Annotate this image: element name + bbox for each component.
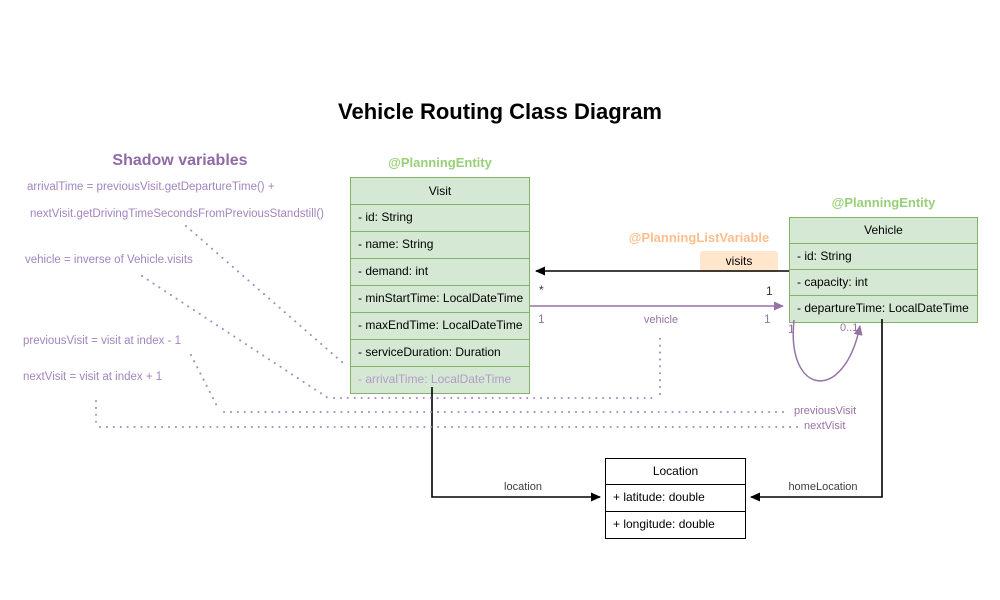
previousvisit-role-label: previousVisit <box>794 405 857 417</box>
location-association-label: location <box>504 481 542 493</box>
shadow-formula-arrivaltime-cont: nextVisit.getDrivingTimeSecondsFromPrevi… <box>30 208 324 220</box>
arrivaltime-callout-line <box>185 225 344 364</box>
visits-source-multiplicity: 1 <box>766 284 773 298</box>
visit-class-name: Visit <box>428 184 452 198</box>
location-class-box: Location + latitude: double + longitude:… <box>605 458 746 539</box>
planning-list-variable-annotation: @PlanningListVariable <box>628 230 770 245</box>
shadow-formula-nextvisit: nextVisit = visit at index + 1 <box>23 371 163 383</box>
vehicle-class-box: Vehicle - id: String - capacity: int - d… <box>789 217 978 323</box>
visit-class-box: Visit - id: String - name: String - dema… <box>350 177 530 394</box>
vehicle-association-label: vehicle <box>643 314 679 326</box>
visit-field-name: - name: String <box>351 231 529 258</box>
vehicle-field-id: - id: String <box>790 243 977 269</box>
visit-planning-entity-annotation: @PlanningEntity <box>388 155 492 170</box>
location-field-latitude: + latitude: double <box>606 484 745 511</box>
vehicle-planning-entity-annotation: @PlanningEntity <box>831 195 936 210</box>
diagram-title: Vehicle Routing Class Diagram <box>338 99 662 124</box>
shadow-formula-previousvisit: previousVisit = visit at index - 1 <box>23 335 181 347</box>
location-field-longitude: + longitude: double <box>606 511 745 538</box>
shadow-formula-arrivaltime: arrivalTime = previousVisit.getDeparture… <box>27 181 275 193</box>
visits-target-multiplicity: * <box>539 283 544 297</box>
loop-source-multiplicity: 1 <box>788 322 795 336</box>
shadow-variables-heading: Shadow variables <box>112 152 248 169</box>
home-location-association-label: homeLocation <box>788 481 858 493</box>
visit-field-id: - id: String <box>351 204 529 231</box>
shadow-formula-vehicle: vehicle = inverse of Vehicle.visits <box>25 254 193 266</box>
visit-field-minstarttime: - minStartTime: LocalDateTime <box>351 285 529 312</box>
vehicle-field-departuretime: - departureTime: LocalDateTime <box>790 295 977 322</box>
visit-field-maxendtime: - maxEndTime: LocalDateTime <box>351 312 529 339</box>
visit-field-demand: - demand: int <box>351 258 529 285</box>
vehicle-field-capacity: - capacity: int <box>790 269 977 295</box>
loop-target-multiplicity: 0..1 <box>840 322 859 334</box>
vehicle-class-name: Vehicle <box>864 223 903 237</box>
nextvisit-role-label: nextVisit <box>804 420 846 432</box>
visit-field-arrivaltime: - arrivalTime: LocalDateTime <box>351 366 529 393</box>
location-class-name: Location <box>652 464 699 478</box>
vehicle-target-multiplicity: 1 <box>764 312 771 326</box>
vehicle-source-multiplicity: 1 <box>538 312 545 326</box>
visits-association-badge: visits <box>700 251 778 272</box>
previousvisit-callout-diagonal <box>190 354 220 411</box>
visit-field-serviceduration: - serviceDuration: Duration <box>351 339 529 366</box>
